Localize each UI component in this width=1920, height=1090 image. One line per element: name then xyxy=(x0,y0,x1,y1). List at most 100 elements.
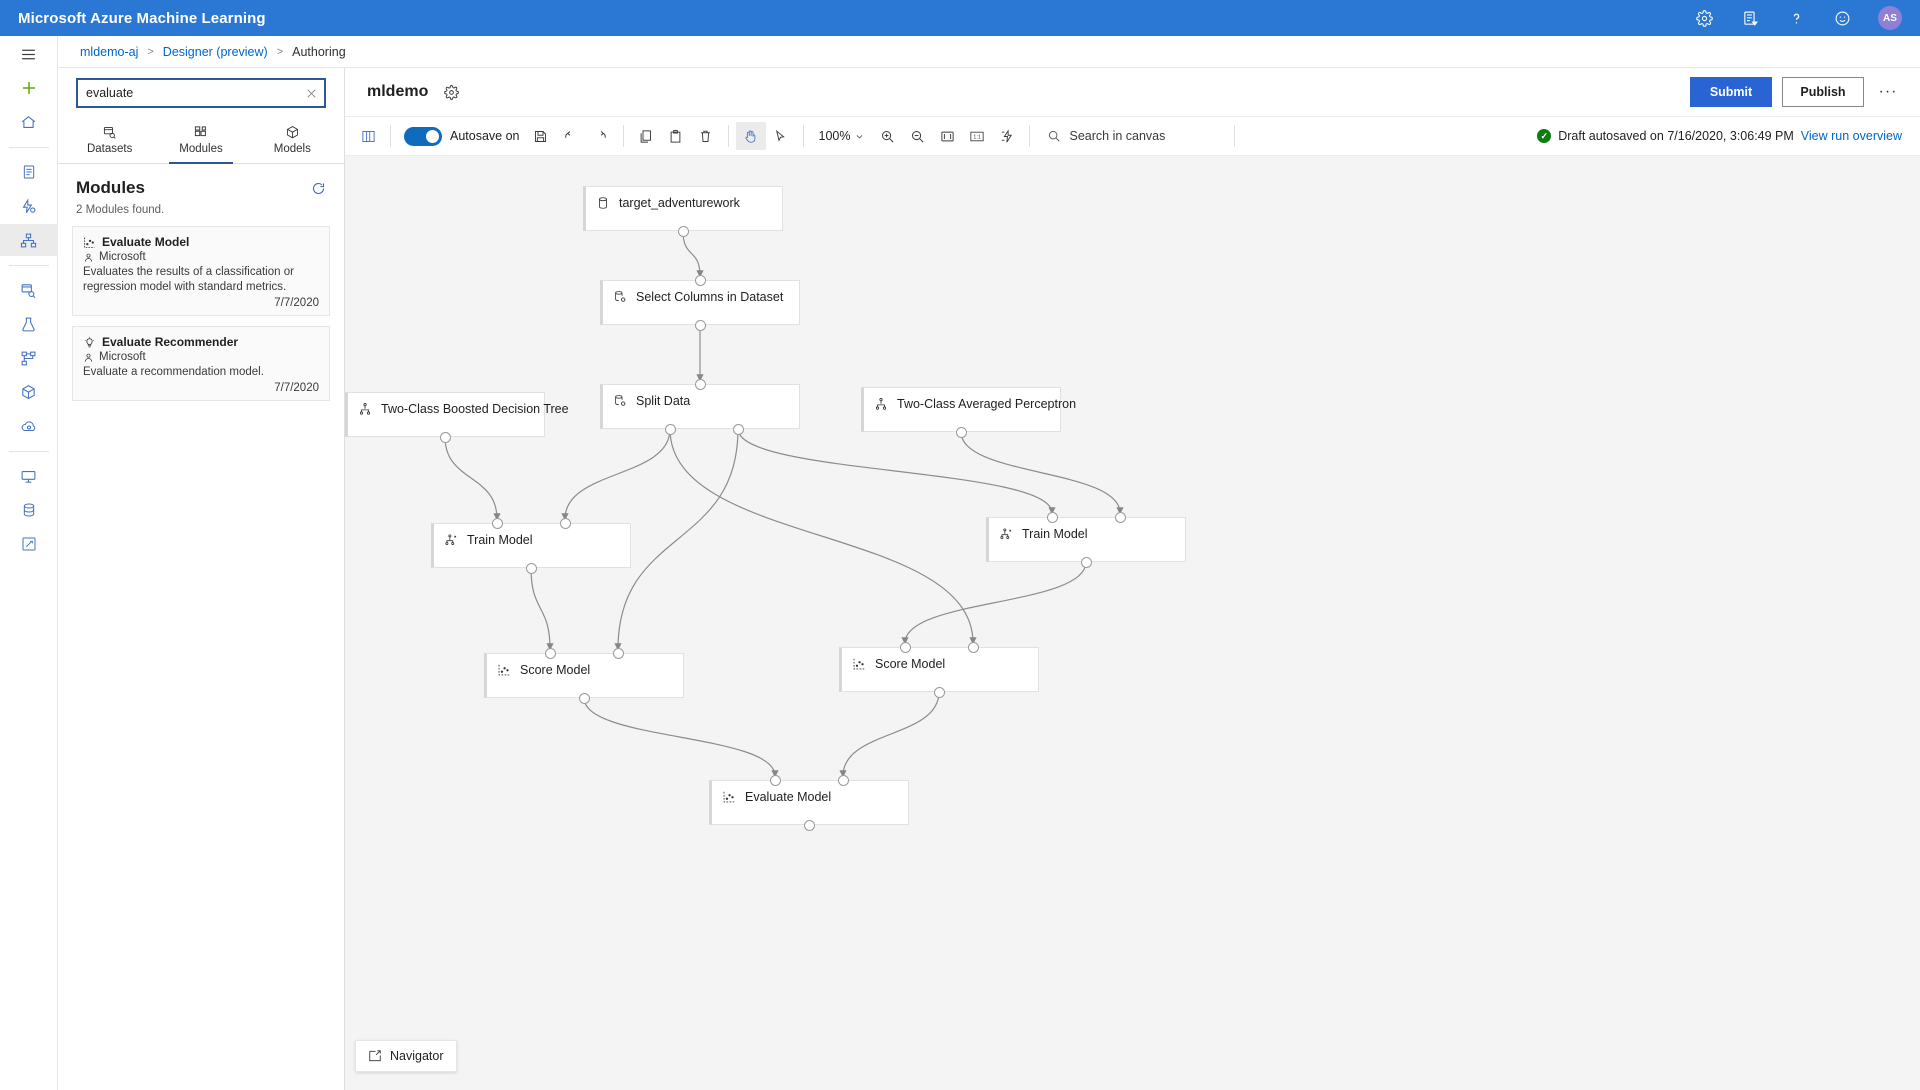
pipeline-node[interactable]: Train Model xyxy=(431,523,631,568)
node-output-port[interactable] xyxy=(578,692,590,704)
save-button[interactable] xyxy=(526,122,556,150)
breadcrumb-current: Authoring xyxy=(292,44,346,59)
tab-modules[interactable]: Modules xyxy=(155,116,246,164)
zoom-level-dropdown[interactable]: 100% xyxy=(811,129,873,143)
node-output-port[interactable] xyxy=(803,819,815,831)
pipeline-node[interactable]: Score Model xyxy=(484,653,684,698)
help-icon[interactable] xyxy=(1786,8,1806,28)
fit-to-screen-button[interactable] xyxy=(932,122,962,150)
pipeline-node[interactable]: Two-Class Boosted Decision Tree xyxy=(345,392,569,437)
node-output-port[interactable] xyxy=(694,319,706,331)
tab-datasets[interactable]: Datasets xyxy=(64,116,155,163)
module-author-label: Microsoft xyxy=(99,351,146,363)
view-run-overview-link[interactable]: View run overview xyxy=(1800,129,1902,143)
submit-button[interactable]: Submit xyxy=(1690,77,1772,107)
chevron-down-icon xyxy=(857,134,863,139)
navigator-button[interactable]: Navigator xyxy=(355,1040,457,1072)
zoom-in-button[interactable] xyxy=(872,122,902,150)
paste-button[interactable] xyxy=(661,122,691,150)
datasets-icon[interactable] xyxy=(0,274,58,306)
node-input-port[interactable] xyxy=(1114,511,1126,523)
more-options-button[interactable]: ··· xyxy=(1878,83,1898,100)
node-label: Evaluate Model xyxy=(745,790,832,804)
node-output-port[interactable] xyxy=(664,423,676,435)
datastores-icon[interactable] xyxy=(0,494,58,526)
breadcrumb-separator: > xyxy=(147,45,154,58)
hamburger-menu-icon[interactable] xyxy=(0,38,58,70)
tab-models[interactable]: Models xyxy=(247,116,338,163)
breadcrumb-workspace[interactable]: mldemo-aj xyxy=(80,44,139,59)
node-output-port[interactable] xyxy=(677,225,689,237)
datasets-icon xyxy=(102,125,118,140)
pan-tool-button[interactable] xyxy=(735,122,766,150)
node-input-port[interactable] xyxy=(544,647,556,659)
smiley-icon[interactable] xyxy=(1832,8,1852,28)
sidebar-item-designer[interactable] xyxy=(0,224,58,256)
breadcrumb-designer[interactable]: Designer (preview) xyxy=(162,44,268,59)
publish-button[interactable]: Publish xyxy=(1782,77,1864,107)
new-plus-icon[interactable] xyxy=(0,72,58,104)
compute-icon[interactable] xyxy=(0,460,58,492)
canvas-scrollbar[interactable] xyxy=(345,1084,1920,1090)
node-input-port[interactable] xyxy=(769,774,781,786)
pipeline-node[interactable]: Score Model xyxy=(839,647,1039,692)
node-input-port[interactable] xyxy=(837,774,849,786)
node-input-port[interactable] xyxy=(694,378,706,390)
module-list: Evaluate Model Microsoft Evaluates the r… xyxy=(58,226,344,401)
canvas-search-input[interactable]: Search in canvas xyxy=(1037,129,1227,143)
refresh-icon[interactable] xyxy=(311,181,326,196)
zoom-out-button[interactable] xyxy=(902,122,932,150)
experiments-icon[interactable] xyxy=(0,308,58,340)
pipeline-node[interactable]: Two-Class Averaged Perceptron xyxy=(861,387,1076,432)
autosave-toggle[interactable] xyxy=(404,126,442,146)
node-output-port[interactable] xyxy=(439,431,451,443)
node-input-port[interactable] xyxy=(967,641,979,653)
notebooks-icon[interactable] xyxy=(0,156,58,188)
models-icon[interactable] xyxy=(0,376,58,408)
node-output-port[interactable] xyxy=(933,686,945,698)
tab-models-label: Models xyxy=(273,142,311,155)
endpoints-icon[interactable] xyxy=(0,410,58,442)
search-input[interactable] xyxy=(78,86,298,100)
node-label: Select Columns in Dataset xyxy=(636,290,784,304)
navigator-label: Navigator xyxy=(390,1049,444,1063)
auto-layout-button[interactable] xyxy=(992,122,1022,150)
node-input-port[interactable] xyxy=(559,517,571,529)
autosave-label: Autosave on xyxy=(450,129,520,143)
node-input-port[interactable] xyxy=(491,517,503,529)
home-icon[interactable] xyxy=(0,106,58,138)
avatar[interactable]: AS xyxy=(1878,6,1902,30)
settings-gear-icon[interactable] xyxy=(1694,8,1714,28)
node-input-port[interactable] xyxy=(899,641,911,653)
redo-button[interactable] xyxy=(586,122,616,150)
node-input-port[interactable] xyxy=(1046,511,1058,523)
node-output-port[interactable] xyxy=(1080,556,1092,568)
copy-button[interactable] xyxy=(631,122,661,150)
node-output-port[interactable] xyxy=(525,562,537,574)
pipeline-node[interactable]: Split Data xyxy=(600,384,800,429)
list-item[interactable]: Evaluate Recommender Microsoft Evaluate … xyxy=(72,326,330,401)
close-icon[interactable] xyxy=(298,80,324,106)
actual-size-button[interactable]: 1:1 xyxy=(962,122,992,150)
feedback-icon[interactable] xyxy=(1740,8,1760,28)
list-item[interactable]: Evaluate Model Microsoft Evaluates the r… xyxy=(72,226,330,316)
pipelines-icon[interactable] xyxy=(0,342,58,374)
side-panel-icon[interactable] xyxy=(353,122,383,150)
pipeline-node[interactable]: Evaluate Model xyxy=(709,780,909,825)
automated-ml-icon[interactable] xyxy=(0,190,58,222)
node-input-port[interactable] xyxy=(694,274,706,286)
pipeline-node[interactable]: Train Model xyxy=(986,517,1186,562)
node-output-port[interactable] xyxy=(732,423,744,435)
algorithm-icon xyxy=(358,402,372,416)
node-input-port[interactable] xyxy=(612,647,624,659)
undo-button[interactable] xyxy=(556,122,586,150)
pipeline-node[interactable]: Select Columns in Dataset xyxy=(600,280,800,325)
delete-button[interactable] xyxy=(691,122,721,150)
labeling-icon[interactable] xyxy=(0,528,58,560)
pipeline-node[interactable]: target_adventurework xyxy=(583,186,783,231)
gear-icon[interactable] xyxy=(444,84,460,100)
select-tool-button[interactable] xyxy=(766,122,796,150)
search-box[interactable] xyxy=(76,78,326,108)
node-output-port[interactable] xyxy=(955,426,967,438)
